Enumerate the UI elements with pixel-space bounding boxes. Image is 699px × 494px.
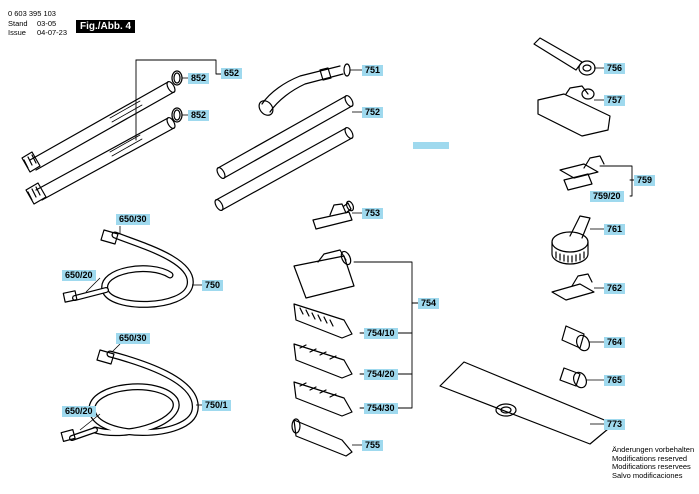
callout-765: 765 (604, 375, 626, 386)
issue-label: Issue (8, 28, 26, 37)
blank-callout (413, 142, 449, 149)
callout-852-upper: 852 (188, 73, 210, 84)
callout-759-20: 759/20 (590, 191, 624, 202)
callout-757: 757 (604, 95, 626, 106)
note-de: Änderungen vorbehalten (612, 445, 695, 454)
stand-label: Stand (8, 19, 28, 28)
stand-value: 03-05 (37, 19, 57, 28)
callout-754-20: 754/20 (364, 369, 398, 380)
modification-notes: Änderungen vorbehalten Modifications res… (612, 445, 695, 480)
upholstery-nozzle-757 (537, 93, 611, 137)
adapter-764 (561, 325, 585, 349)
callout-754: 754 (418, 298, 440, 309)
straight-tube-lower (215, 127, 347, 201)
callout-650-20-upper: 650/20 (62, 270, 96, 281)
callout-773: 773 (604, 419, 626, 430)
callout-759: 759 (634, 175, 656, 186)
callout-755: 755 (362, 440, 384, 451)
callout-650-30-upper: 650/30 (116, 214, 150, 225)
note-en: Modifications reserved (612, 453, 688, 463)
callout-762: 762 (604, 283, 626, 294)
crevice-nozzle-756 (533, 37, 583, 71)
note-fr: Modifications reservees (612, 462, 691, 472)
figure-label: Fig./Abb. 4 (76, 20, 136, 33)
brush-nozzle-759 (559, 163, 599, 179)
callout-761: 761 (604, 224, 626, 235)
callout-751: 751 (362, 65, 384, 76)
combination-floor-nozzle (293, 255, 355, 299)
callout-750-1: 750/1 (202, 400, 231, 411)
callout-764: 764 (604, 337, 626, 348)
callout-756: 756 (604, 63, 626, 74)
small-nozzle-762 (551, 283, 595, 301)
extension-tube-upper (21, 80, 176, 173)
callout-752: 752 (362, 107, 384, 118)
crevice-tool (293, 419, 353, 457)
callout-753: 753 (362, 208, 384, 219)
insert-754-20 (293, 343, 353, 379)
callout-852-lower: 852 (188, 110, 210, 121)
callout-650-30-lower: 650/30 (116, 333, 150, 344)
callout-652: 652 (221, 68, 243, 79)
callout-754-10: 754/10 (364, 328, 398, 339)
note-es: Salvo modificaciones (612, 470, 683, 480)
insert-754-10 (293, 303, 353, 339)
callout-750: 750 (202, 280, 224, 291)
extension-tube-lower (25, 116, 176, 205)
adapter-765 (559, 367, 581, 387)
filter-bag (439, 361, 615, 445)
floor-nozzle-small (312, 211, 353, 230)
insert-754-30 (293, 381, 353, 417)
callout-754-30: 754/30 (364, 403, 398, 414)
straight-tube-upper (217, 95, 347, 169)
bent-tube (261, 65, 341, 105)
callout-650-20-lower: 650/20 (62, 406, 96, 417)
doc-number: 0 603 395 103 (8, 9, 56, 18)
issue-value: 04-07-23 (37, 28, 68, 37)
